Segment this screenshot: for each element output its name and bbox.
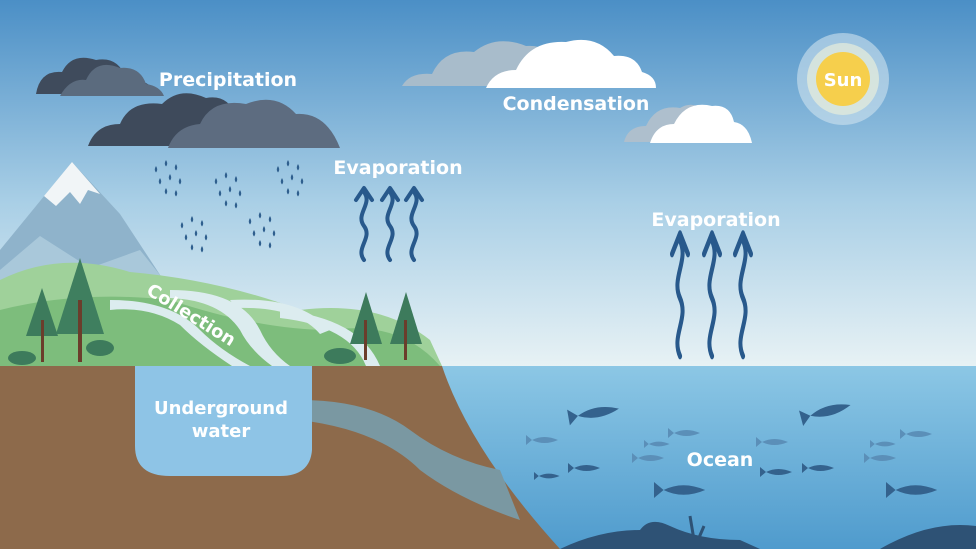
condensation-cloud-icon bbox=[402, 39, 656, 88]
seaweed-icon bbox=[688, 515, 706, 541]
underground-water-pool bbox=[135, 366, 312, 476]
ocean-label: Ocean bbox=[687, 449, 754, 471]
seabed-rocks bbox=[560, 521, 976, 549]
underground-water-label-line1: Underground bbox=[154, 398, 288, 419]
tree-icons bbox=[8, 258, 422, 365]
sun-label: Sun bbox=[824, 70, 863, 91]
evaporation-ocean-label: Evaporation bbox=[651, 209, 780, 231]
rain-cloud-small-icon bbox=[36, 57, 164, 96]
small-white-cloud-icon bbox=[624, 104, 752, 143]
precipitation-label: Precipitation bbox=[159, 69, 297, 91]
condensation-label: Condensation bbox=[503, 93, 650, 115]
underground-stream bbox=[300, 400, 520, 520]
rain-cloud-large-icon bbox=[88, 93, 340, 148]
sun-icon bbox=[797, 33, 889, 125]
evaporation-land-label: Evaporation bbox=[333, 157, 462, 179]
underground-water-label-line2: water bbox=[192, 421, 251, 442]
